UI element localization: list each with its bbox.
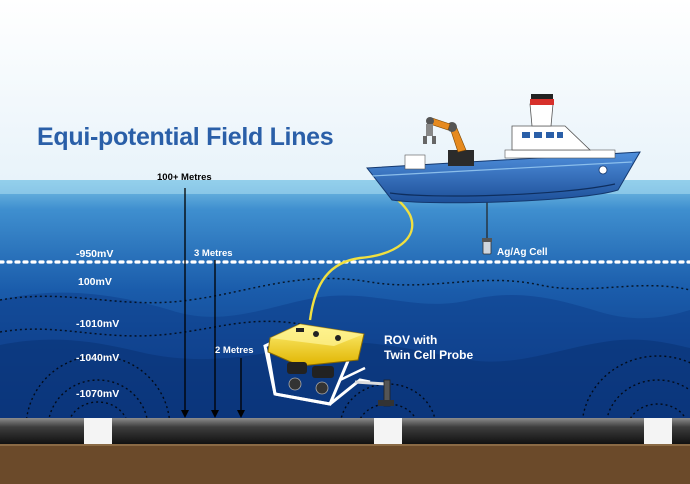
pipeline-anode-middle — [374, 418, 402, 444]
pipeline-anode-left — [84, 418, 112, 444]
potential-label-2: 100mV — [78, 276, 112, 288]
distance-arrowheads — [181, 410, 245, 418]
rov-label-line-1: ROV with — [384, 333, 437, 347]
potential-label-4: -1040mV — [76, 352, 119, 364]
distance-label-near: 2 Metres — [215, 345, 254, 356]
reference-cell-icon — [482, 238, 492, 255]
potential-label-3: -1010mV — [76, 318, 119, 330]
equipotential-line-100 — [0, 277, 690, 304]
reference-cell-label: Ag/Ag Cell — [497, 247, 548, 258]
potential-label-5: -1070mV — [76, 388, 119, 400]
distance-markers — [184, 188, 242, 416]
pipeline-anode-right — [644, 418, 672, 444]
distance-label-far: 100+ Metres — [157, 172, 212, 183]
rov-vehicle — [263, 323, 394, 407]
crane-arm — [423, 117, 474, 166]
seafloor-hills-front — [0, 339, 690, 425]
survey-vessel — [366, 94, 641, 204]
distance-label-mid: 3 Metres — [194, 248, 233, 259]
equipotential-line-1010 — [0, 320, 301, 337]
page-title: Equi-potential Field Lines — [37, 123, 333, 151]
seabed — [0, 440, 690, 484]
pipeline — [0, 418, 690, 444]
potential-label-1: -950mV — [76, 248, 113, 260]
rov-label-line-2: Twin Cell Probe — [384, 348, 473, 362]
